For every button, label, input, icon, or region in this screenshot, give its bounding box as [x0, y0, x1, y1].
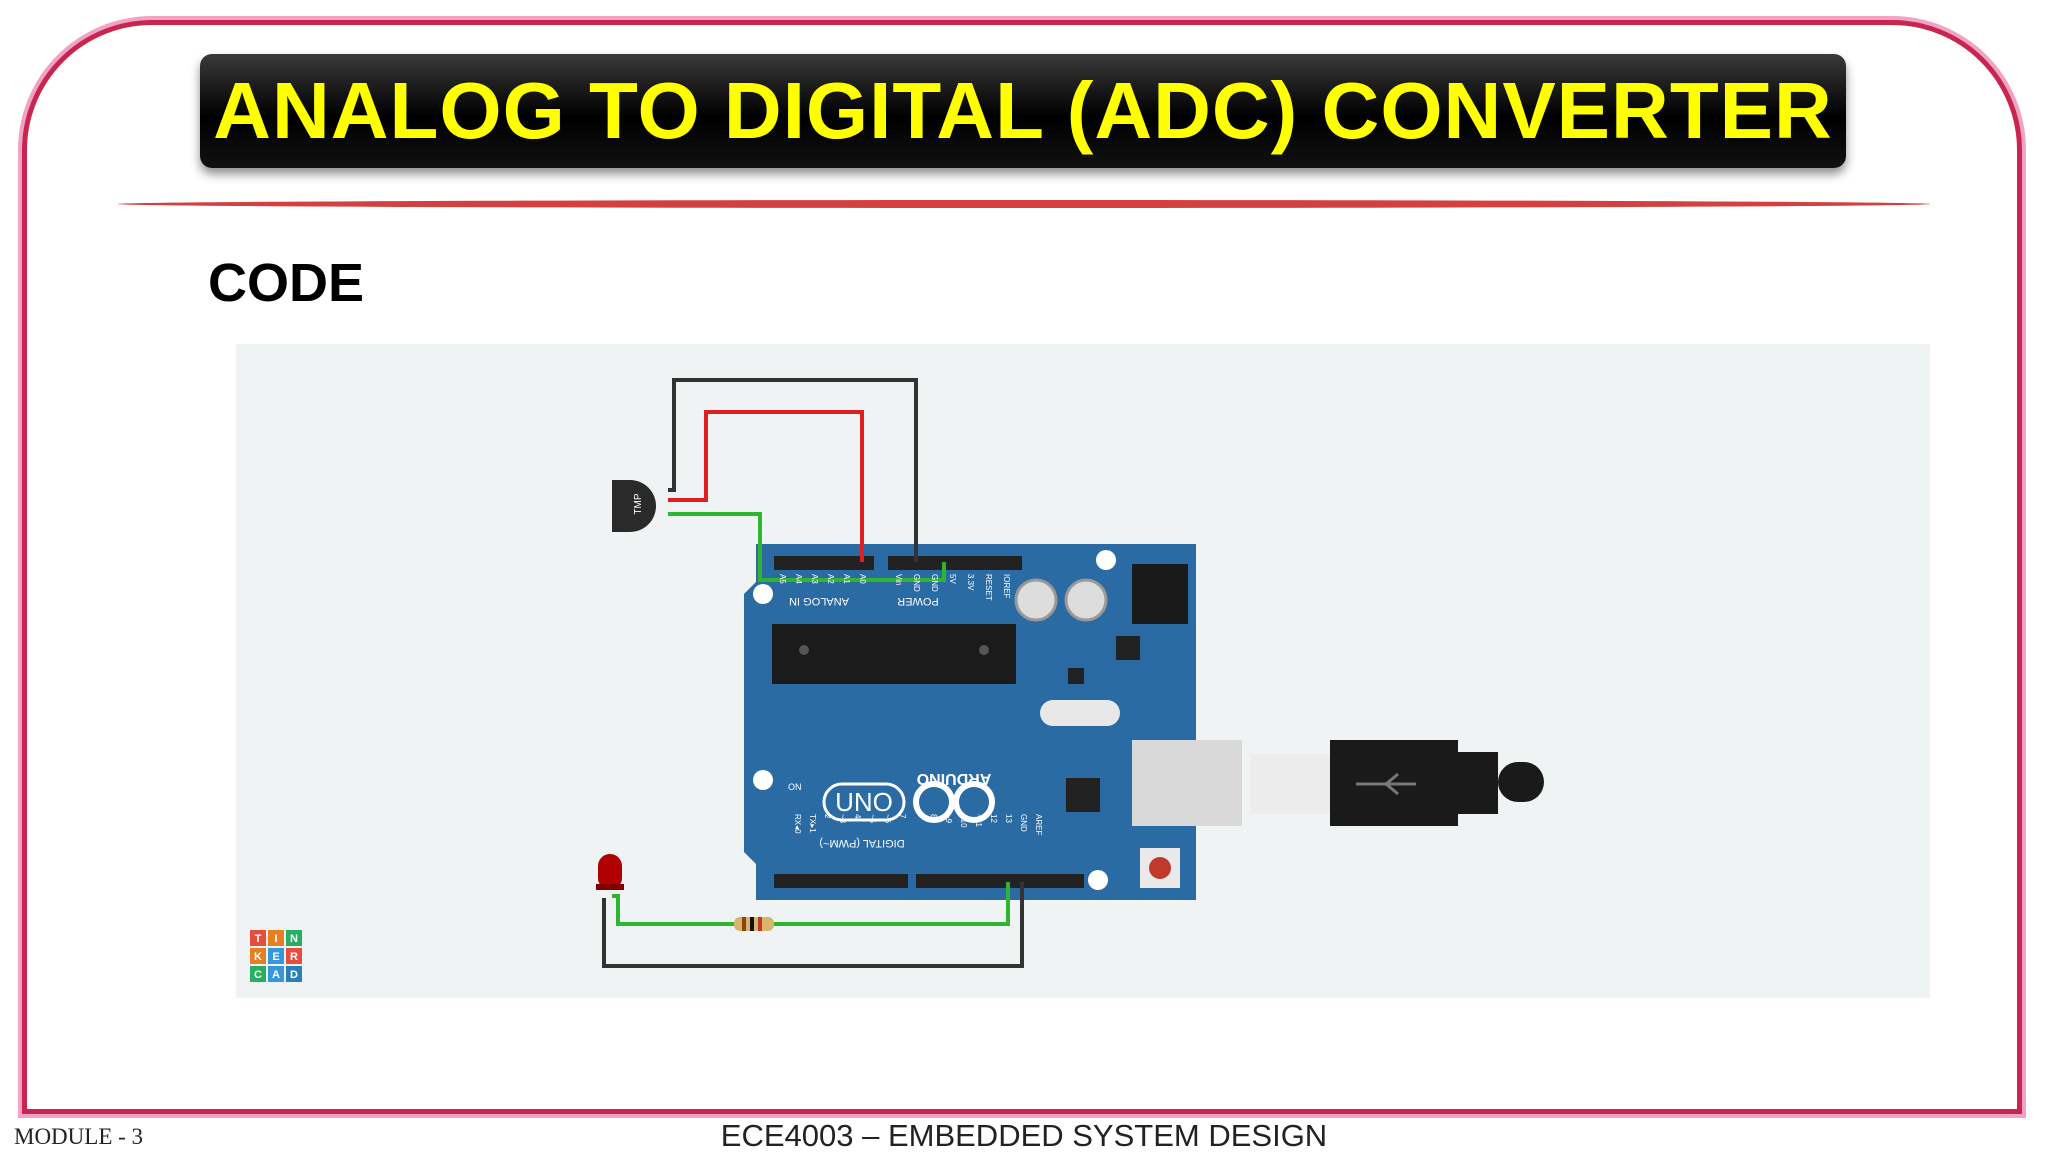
power-pin-label: IOREF — [1002, 574, 1011, 599]
analog-pin-label: A3 — [810, 574, 819, 584]
mount-hole — [1088, 870, 1108, 890]
wire-gnd-sensor — [668, 378, 918, 562]
digital-pin-label: 4 — [853, 814, 862, 819]
uno-badge — [822, 782, 906, 822]
analog-pin-label: A4 — [794, 574, 803, 584]
title-banner: ANALOG TO DIGITAL (ADC) CONVERTER — [200, 54, 1846, 168]
tinkercad-logo: T I N K E R C A D — [250, 930, 302, 982]
logo-letter: T — [255, 933, 262, 945]
logo-letter: E — [272, 951, 279, 963]
analog-in-label: ANALOG IN — [789, 595, 849, 607]
digital-pin-label: ~11 — [974, 814, 983, 828]
analog-pin-label: A0 — [858, 574, 867, 584]
digital-pin-label: ~10 — [959, 814, 968, 828]
slide-title: ANALOG TO DIGITAL (ADC) CONVERTER — [213, 66, 1833, 155]
wire-led-pin13 — [612, 882, 1010, 926]
logo-letter: I — [274, 933, 277, 945]
power-pin-label: Vin — [894, 574, 903, 585]
power-pin-label: RESET — [984, 574, 993, 601]
board-brand: ARDUINO — [917, 770, 992, 787]
arduino-infinity-logo — [913, 781, 995, 823]
power-pin-label: GND — [930, 574, 939, 592]
analog-pin-label: A2 — [826, 574, 835, 584]
digital-pin-label: AREF — [1034, 814, 1043, 835]
circuit-diagram: UNO ARDUINO ANALOG IN POWER DIGITAL (PWM… — [236, 344, 1930, 998]
usb-icon — [1356, 772, 1416, 796]
wire-signal-a0 — [668, 512, 946, 582]
atmega-chip — [772, 624, 1016, 684]
digital-pin-label: GND — [1019, 814, 1028, 832]
mount-hole — [1096, 550, 1116, 570]
title-underline — [118, 200, 1930, 208]
logo-letter: N — [290, 933, 298, 945]
board-model: UNO — [835, 787, 893, 817]
digital-pin-label: ~9 — [944, 814, 953, 824]
logo-letter: A — [272, 969, 280, 981]
circuit-svg: UNO ARDUINO ANALOG IN POWER DIGITAL (PWM… — [250, 378, 1544, 982]
digital-pin-label: 13 — [1004, 814, 1013, 823]
analog-pin-label: A5 — [778, 574, 787, 584]
power-pin-label: GND — [912, 574, 921, 592]
digital-header-low — [774, 874, 908, 888]
usb-chip — [1066, 778, 1100, 812]
wire-5v-sensor — [668, 410, 864, 562]
digital-pin-label: ~6 — [883, 814, 892, 824]
power-pin-label: 5V — [948, 574, 957, 584]
digital-header-high — [916, 874, 1084, 888]
mount-hole — [753, 584, 773, 604]
sensor-label: TMP — [633, 493, 644, 514]
digital-pin-label: 7 — [898, 814, 907, 819]
power-jack — [1132, 564, 1188, 624]
footer-course: ECE4003 – EMBEDDED SYSTEM DESIGN — [720, 1118, 1328, 1153]
temperature-sensor: TMP — [612, 480, 656, 532]
logo-letter: C — [254, 969, 262, 981]
capacitor — [1064, 578, 1108, 622]
digital-pin-label: ~5 — [868, 814, 877, 824]
usb-cable — [1132, 740, 1544, 826]
mount-hole — [753, 770, 773, 790]
analog-pin-label: A1 — [842, 574, 851, 584]
analog-header — [774, 556, 874, 570]
section-heading: CODE — [208, 253, 365, 313]
digital-label: DIGITAL (PWM~) — [819, 837, 904, 849]
wires — [602, 378, 1024, 968]
digital-pin-label: RX◂0 — [793, 814, 802, 834]
resistor — [734, 917, 774, 931]
led — [596, 854, 624, 890]
wire-led-gnd — [602, 882, 1024, 968]
on-led-label: ON — [788, 782, 802, 792]
slide-frame — [22, 20, 2022, 1114]
power-label: POWER — [897, 595, 939, 607]
digital-pin-label: TX▸1 — [808, 814, 817, 833]
logo-letter: R — [290, 951, 298, 963]
power-pin-label: 3.3V — [966, 574, 975, 591]
arduino-board: UNO ARDUINO ANALOG IN POWER DIGITAL (PWM… — [744, 544, 1196, 900]
digital-pin-label: 12 — [989, 814, 998, 823]
logo-letter: K — [254, 951, 262, 963]
crystal — [1040, 700, 1120, 726]
digital-pin-label: 8 — [929, 814, 938, 819]
power-header — [888, 556, 1022, 570]
footer-module: MODULE - 3 — [14, 1124, 144, 1149]
capacitor — [1014, 578, 1058, 622]
digital-pin-label: ~3 — [838, 814, 847, 824]
digital-pin-label: 2 — [823, 814, 832, 819]
logo-letter: D — [290, 969, 298, 981]
